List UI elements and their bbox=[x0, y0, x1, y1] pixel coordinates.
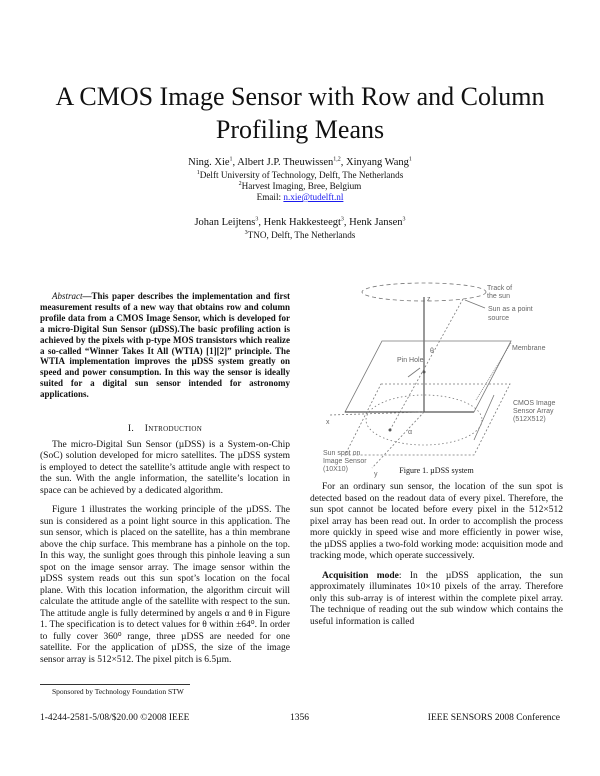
acquisition-label: Acquisition mode bbox=[322, 570, 399, 581]
right-column: For an ordinary sun sensor, the location… bbox=[310, 482, 563, 628]
author: Ning. Xie1 bbox=[188, 156, 233, 169]
affiliation-2: 3TNO, Delft, The Netherlands bbox=[244, 229, 356, 240]
abstract: Abstract—This paper describes the implem… bbox=[40, 291, 290, 400]
author: Xinyang Wang1 bbox=[346, 156, 412, 169]
affiliations-1: 1Delft University of Technology, Delft, … bbox=[100, 170, 500, 203]
sensor-plane bbox=[344, 383, 511, 456]
cmos-label: Sensor Array bbox=[513, 408, 554, 415]
abstract-label: Abstract bbox=[52, 291, 83, 301]
footer-copyright: 1-4244-2581-5/08/$20.00 ©2008 IEEE bbox=[40, 713, 190, 723]
spot-label: (10X10) bbox=[323, 466, 348, 473]
pinhole-dot bbox=[422, 370, 426, 374]
affiliation: 2Harvest Imaging, Bree, Belgium bbox=[238, 180, 362, 191]
author: Albert J.P. Theuwissen1,2 bbox=[237, 156, 341, 169]
acquisition-text: : In the µDSS application, the sun appro… bbox=[310, 570, 563, 627]
footer-conference: IEEE SENSORS 2008 Conference bbox=[427, 713, 560, 723]
track-label: Track of bbox=[487, 285, 512, 292]
left-column: Abstract—This paper describes the implem… bbox=[40, 291, 290, 666]
sun-ray bbox=[389, 298, 464, 431]
sun-label: source bbox=[488, 315, 509, 322]
footnote: Sponsored by Technology Foundation STW bbox=[52, 687, 184, 696]
sensor-circle bbox=[365, 394, 483, 446]
author: Johan Leijtens3 bbox=[194, 216, 259, 229]
author-list-2: Johan Leijtens3, Henk Hakkesteegt3, Henk… bbox=[194, 216, 406, 229]
paragraph: The micro-Digital Sun Sensor (µDSS) is a… bbox=[40, 439, 290, 496]
y-label: y bbox=[374, 471, 378, 478]
alpha-label: α bbox=[408, 429, 412, 436]
author: Henk Hakkesteegt3 bbox=[263, 216, 344, 229]
section-heading: I. Introduction bbox=[127, 424, 203, 435]
cmos-label: (512X512) bbox=[513, 416, 546, 423]
title-line: Profiling Means bbox=[215, 115, 385, 144]
x-label: x bbox=[326, 419, 330, 426]
email-line: Email: n.xie@tudelft.nl bbox=[256, 192, 344, 202]
figure-caption: Figure 1. µDSS system bbox=[399, 466, 474, 475]
track-label: the sun bbox=[487, 293, 510, 300]
paper-title: A CMOS Image Sensor with Row and Column … bbox=[40, 80, 560, 146]
footnote-rule bbox=[40, 684, 190, 685]
sun-spot-dot bbox=[388, 428, 392, 432]
author: Henk Jansen3 bbox=[349, 216, 406, 229]
theta-label: θ bbox=[430, 348, 434, 355]
email-link[interactable]: n.xie@tudelft.nl bbox=[283, 192, 344, 202]
membrane-label: Membrane bbox=[512, 345, 546, 352]
sun-label: Sun as a point bbox=[488, 306, 533, 313]
spot-label: Image Sensor bbox=[323, 458, 367, 465]
title-line: A CMOS Image Sensor with Row and Column bbox=[55, 82, 545, 111]
affiliation: 1Delft University of Technology, Delft, … bbox=[196, 169, 404, 180]
page-number: 1356 bbox=[290, 713, 309, 723]
cmos-label: CMOS Image bbox=[513, 400, 556, 407]
abstract-text: —This paper describes the implementation… bbox=[40, 291, 290, 400]
membrane-plane bbox=[344, 340, 512, 413]
author-list-1: Ning. Xie1, Albert J.P. Theuwissen1,2, X… bbox=[188, 156, 412, 169]
paragraph: Figure 1 illustrates the working princip… bbox=[40, 505, 290, 665]
paragraph-acquisition: Acquisition mode: In the µDSS applicatio… bbox=[310, 571, 563, 629]
spot-label: Sun spot on bbox=[323, 450, 360, 457]
paragraph: For an ordinary sun sensor, the location… bbox=[310, 482, 563, 561]
y-axis bbox=[371, 411, 425, 469]
z-label: z bbox=[427, 296, 431, 303]
pinhole-label: Pin Hole bbox=[397, 357, 424, 364]
